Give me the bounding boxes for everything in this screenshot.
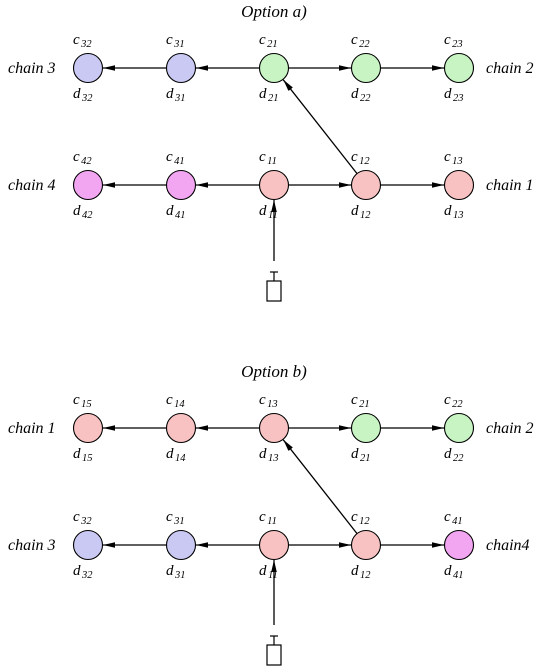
chain-label: chain 4: [8, 177, 56, 194]
chain-label: chain 2: [486, 60, 534, 77]
panel-title: Option b): [241, 362, 307, 381]
chain-label: chain 1: [486, 177, 534, 194]
node-circle: [258, 412, 290, 444]
node-circle: [165, 412, 197, 444]
node-circle: [443, 529, 475, 561]
node-circle: [350, 52, 382, 84]
node-circle: [350, 412, 382, 444]
chain-label: chain 2: [486, 420, 534, 437]
node-circle: [443, 169, 475, 201]
chain-label: chain 3: [8, 537, 56, 554]
node-circle: [258, 169, 290, 201]
node-circle: [443, 412, 475, 444]
edge-arrow: [282, 439, 358, 535]
node-circle: [258, 52, 290, 84]
node-circle: [72, 529, 104, 561]
syringe-icon: [266, 271, 282, 302]
syringe-icon: [266, 635, 282, 666]
chain-label: chain 1: [8, 420, 56, 437]
node-circle: [350, 169, 382, 201]
node-circle: [443, 52, 475, 84]
node-circle: [165, 529, 197, 561]
panel-title: Option a): [241, 2, 307, 21]
chain-label: chain 3: [8, 60, 56, 77]
node-circle: [165, 169, 197, 201]
node-circle: [350, 529, 382, 561]
node-circle: [72, 169, 104, 201]
node-circle: [258, 529, 290, 561]
chain-label: chain4: [486, 537, 530, 554]
edge-arrow: [282, 79, 358, 175]
node-circle: [72, 52, 104, 84]
node-circle: [72, 412, 104, 444]
node-circle: [165, 52, 197, 84]
